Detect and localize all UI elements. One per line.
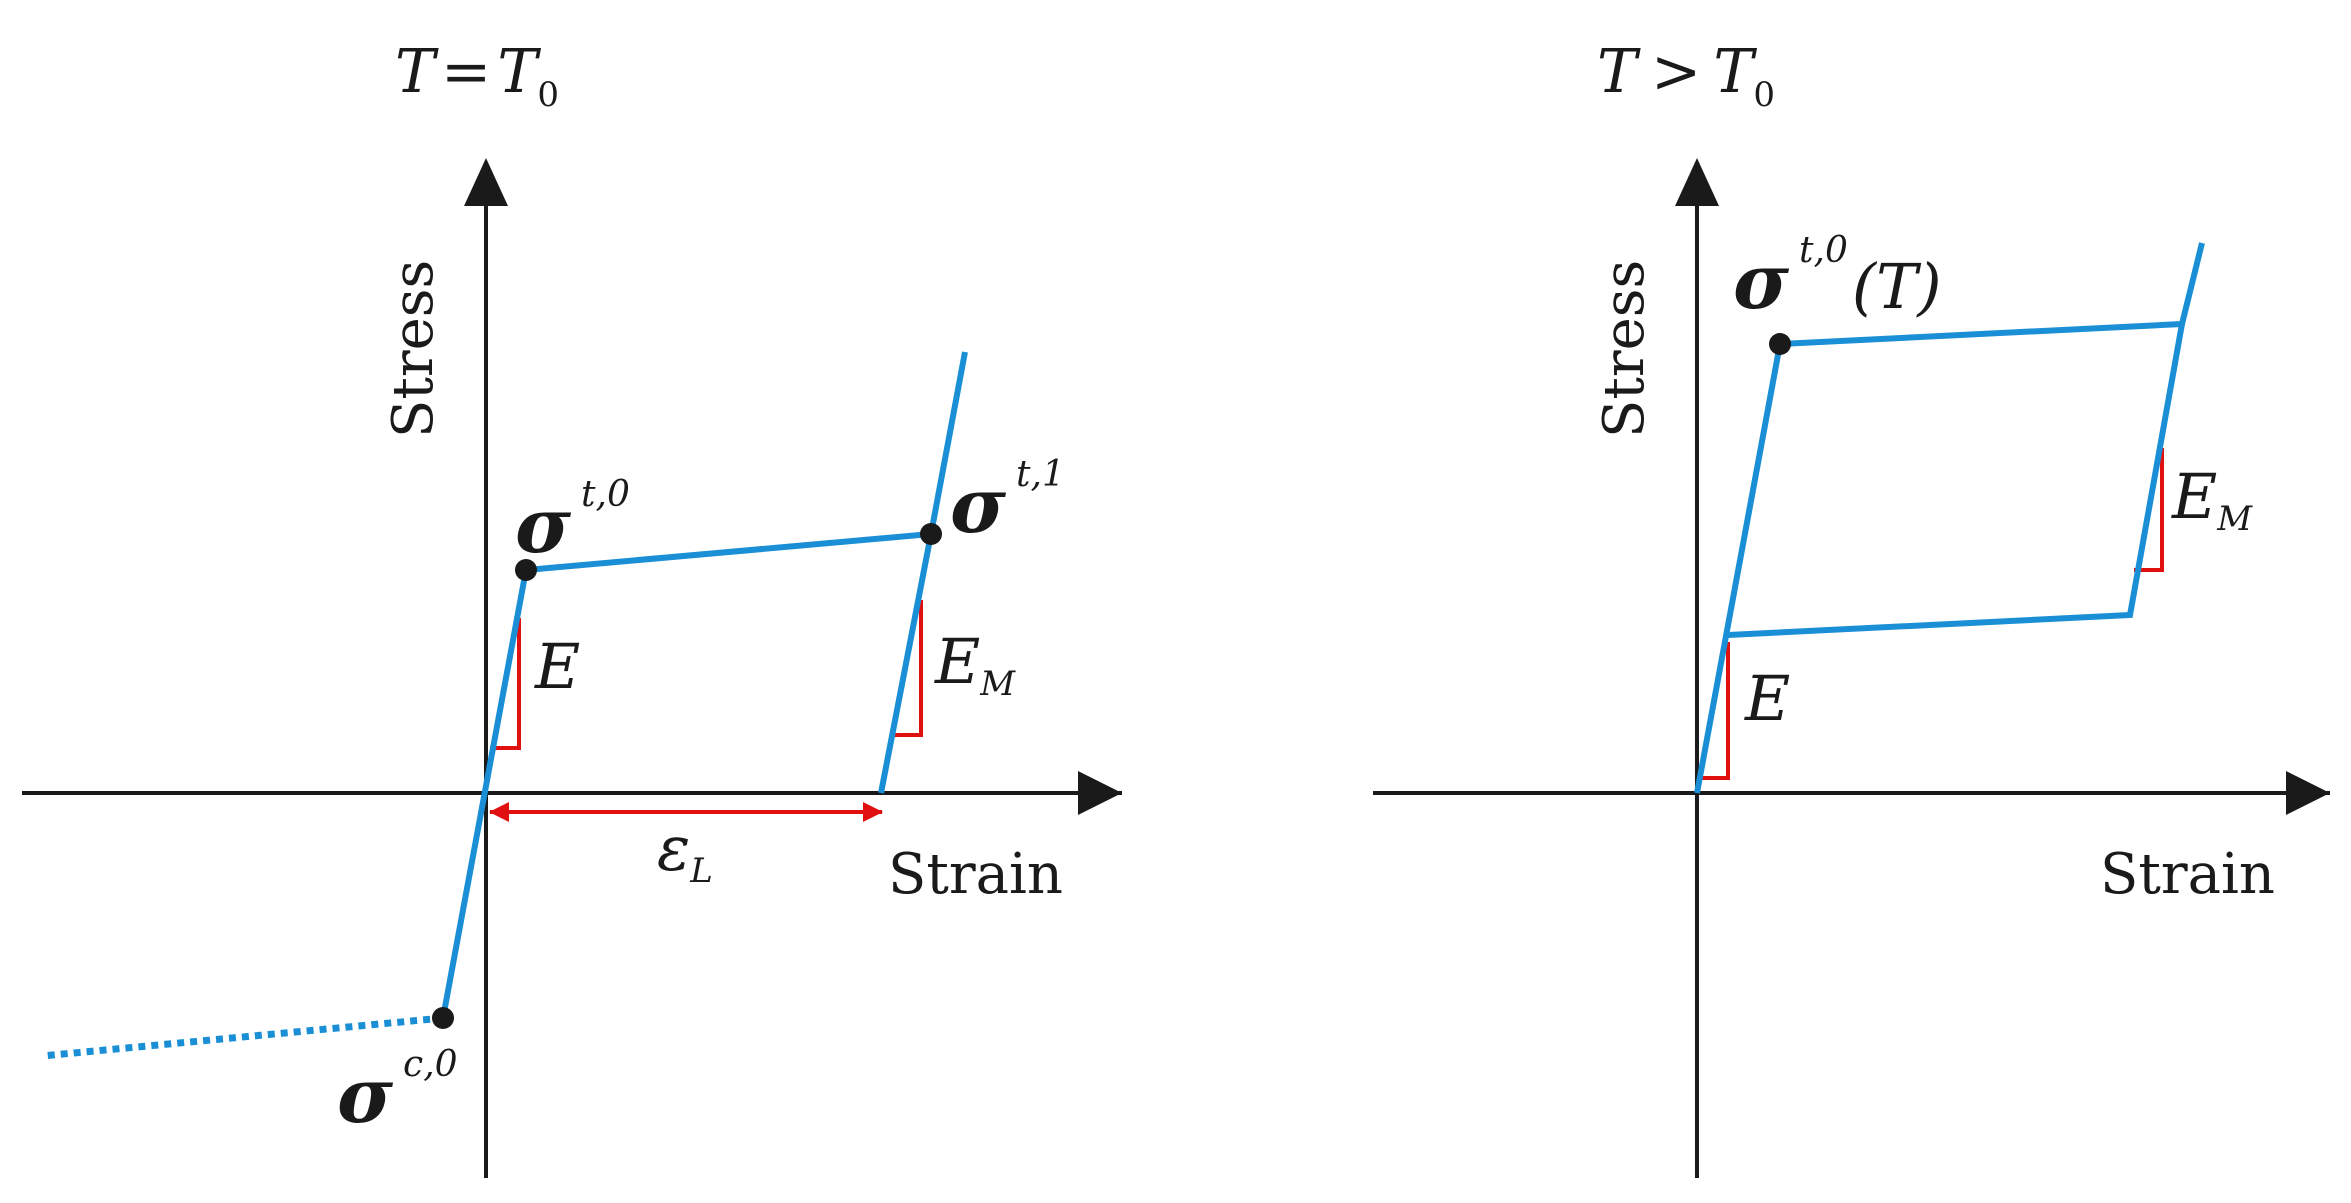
label-modulus-em: EM: [934, 625, 1016, 704]
slope-marker-austenite: [1701, 642, 1730, 780]
label-modulus-e: E: [1744, 662, 1790, 735]
x-axis-arrowhead: [2286, 771, 2330, 815]
x-axis-arrowhead: [1078, 771, 1122, 815]
loading-path: [1694, 242, 2205, 794]
point-sigma-t1: [920, 523, 942, 545]
title-operator: >: [1651, 37, 1701, 107]
point-sigma-t0: [1769, 333, 1791, 355]
title-rhs: T: [497, 37, 541, 107]
slope-marker-martensite: [894, 600, 923, 737]
point-sigma-c0: [432, 1007, 454, 1029]
title-rhs: T: [1713, 37, 1757, 107]
point-sigma-t0: [515, 559, 537, 581]
left-panel-title: T=T0: [395, 37, 559, 115]
label-strain-span: εL: [657, 812, 713, 891]
slope-marker-martensite: [2134, 448, 2164, 572]
y-axis-arrowhead: [464, 158, 508, 206]
title-rhs-subscript: 0: [1753, 75, 1775, 115]
x-axis-label: Strain: [2100, 842, 2275, 907]
y-axis-label: Stress: [1592, 260, 1657, 438]
title-lhs: T: [1597, 37, 1641, 107]
title-rhs-subscript: 0: [537, 75, 559, 115]
compression-branch-dotted: [41, 1014, 444, 1060]
right-panel-title: T>T0: [1597, 37, 1775, 115]
label-modulus-em: EM: [2171, 460, 2253, 539]
slope-marker-austenite: [490, 618, 521, 750]
y-axis-arrowhead: [1675, 158, 1719, 206]
loading-path: [440, 351, 968, 1019]
y-axis-label: Stress: [381, 260, 446, 438]
title-operator: =: [441, 37, 491, 107]
unloading-path: [1727, 323, 2185, 638]
x-axis-label: Strain: [888, 842, 1063, 907]
label-modulus-e: E: [534, 630, 580, 703]
martensite-unloading-line: [878, 533, 934, 794]
title-lhs: T: [395, 37, 439, 107]
